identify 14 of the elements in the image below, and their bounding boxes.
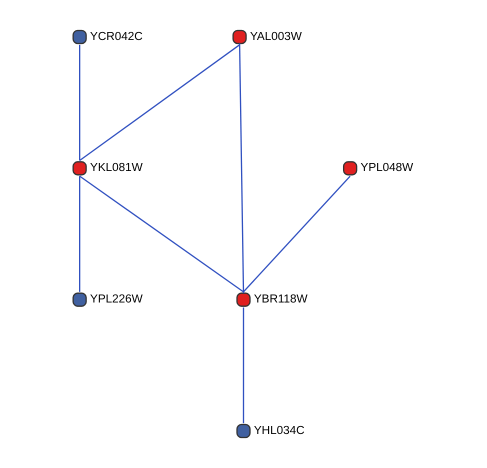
node-label: YPL226W xyxy=(90,292,143,306)
connector xyxy=(242,307,244,424)
node-label: YBR118W xyxy=(254,292,308,306)
node-label: YAL003W xyxy=(250,30,302,43)
node-label: YHL034C xyxy=(254,424,305,437)
connector xyxy=(79,44,240,162)
connector xyxy=(79,176,244,292)
node-label: YKL081W xyxy=(90,161,143,174)
connector xyxy=(79,176,80,292)
node-label: YPL048W xyxy=(360,161,414,174)
connector xyxy=(79,44,80,161)
connector xyxy=(243,176,351,292)
node-label: YCR042C xyxy=(90,30,143,43)
connector xyxy=(238,44,244,294)
